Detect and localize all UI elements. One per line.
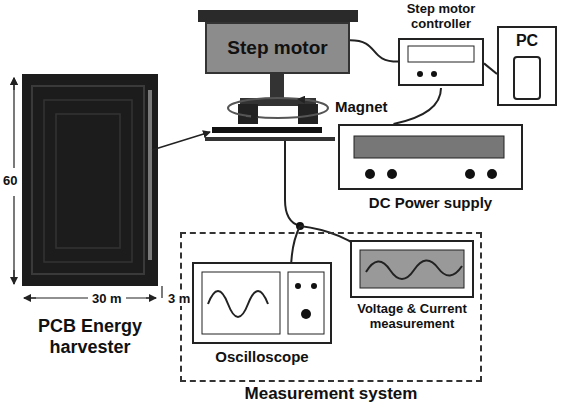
rotation-arrow: [298, 99, 310, 100]
meter-display: [360, 250, 464, 288]
node-label: Measurement system: [182, 384, 480, 404]
dimension-line: [24, 297, 36, 298]
signal-wire: [285, 141, 300, 226]
controller-unit: Step motor controller: [398, 0, 484, 88]
wire-connector: [394, 88, 442, 124]
pcb-harvester: PCB Energy harvester: [0, 310, 180, 370]
oscilloscope: Oscilloscope: [192, 262, 332, 368]
pc-screen-art: [515, 58, 539, 98]
knob: [311, 283, 317, 289]
terminal: [487, 169, 497, 179]
pointer-arrow: [152, 132, 210, 150]
meter: Voltage & Current measurement: [350, 240, 474, 344]
controller-box-art: [400, 40, 482, 84]
dimension-line: [13, 270, 14, 284]
oscilloscope-box: [192, 262, 332, 344]
dimension-line: [161, 286, 162, 298]
node-label: PCB Energy harvester: [0, 316, 180, 357]
pc-box: PC: [497, 26, 557, 106]
meter-trace: [366, 260, 462, 279]
power-supply: DC Power supply: [338, 124, 523, 216]
wire-connector: [350, 40, 398, 61]
scope-trace: [208, 291, 268, 317]
dimension-value: 60: [1, 173, 19, 188]
wire-connector: [484, 63, 497, 74]
pcb-trace: [32, 86, 144, 274]
measurement-region: Measurement systemOscilloscopeVoltage & …: [180, 232, 482, 382]
rotation-ellipse: [228, 98, 328, 118]
motor-box: Step motor: [205, 22, 350, 74]
knob: [295, 283, 301, 289]
pcb-trace: [44, 100, 132, 262]
scope-panel: [288, 272, 324, 334]
controller-box: [398, 38, 484, 86]
node-label: PC: [499, 28, 555, 50]
dimension-value: 3 m: [166, 291, 192, 306]
terminal: [417, 71, 423, 77]
node-label: DC Power supply: [338, 194, 523, 211]
knob: [301, 309, 311, 319]
dimension-value: 30 m: [90, 291, 124, 306]
terminal: [387, 169, 397, 179]
power-supply-box: [338, 124, 523, 190]
pcb-photo: [22, 74, 158, 286]
node-label: Voltage & Current measurement: [350, 302, 474, 332]
scope-screen: [202, 272, 280, 334]
power-display: [354, 136, 504, 158]
meter-box: [350, 240, 474, 298]
pc-screen: [513, 56, 541, 100]
stage-base: [205, 137, 335, 141]
node-label: Oscilloscope: [192, 348, 332, 365]
motor-cap: [198, 10, 358, 22]
part-label: Magnet: [333, 98, 390, 115]
harvester-plate: [212, 127, 322, 133]
meter-box-art: [352, 242, 472, 296]
controller-display: [408, 46, 474, 62]
rotation-arrow: [246, 116, 258, 117]
oscilloscope-box-art: [194, 264, 330, 342]
power-supply-box-art: [340, 126, 521, 188]
terminal: [365, 169, 375, 179]
dimension-line: [146, 297, 156, 298]
motor-shaft: [270, 74, 284, 100]
terminal: [465, 169, 475, 179]
node-label: Step motor controller: [398, 0, 484, 32]
pcb-edge: [148, 90, 152, 260]
terminal: [431, 71, 437, 77]
node-label: Step motor: [227, 37, 327, 59]
dimension-line: [13, 78, 14, 90]
